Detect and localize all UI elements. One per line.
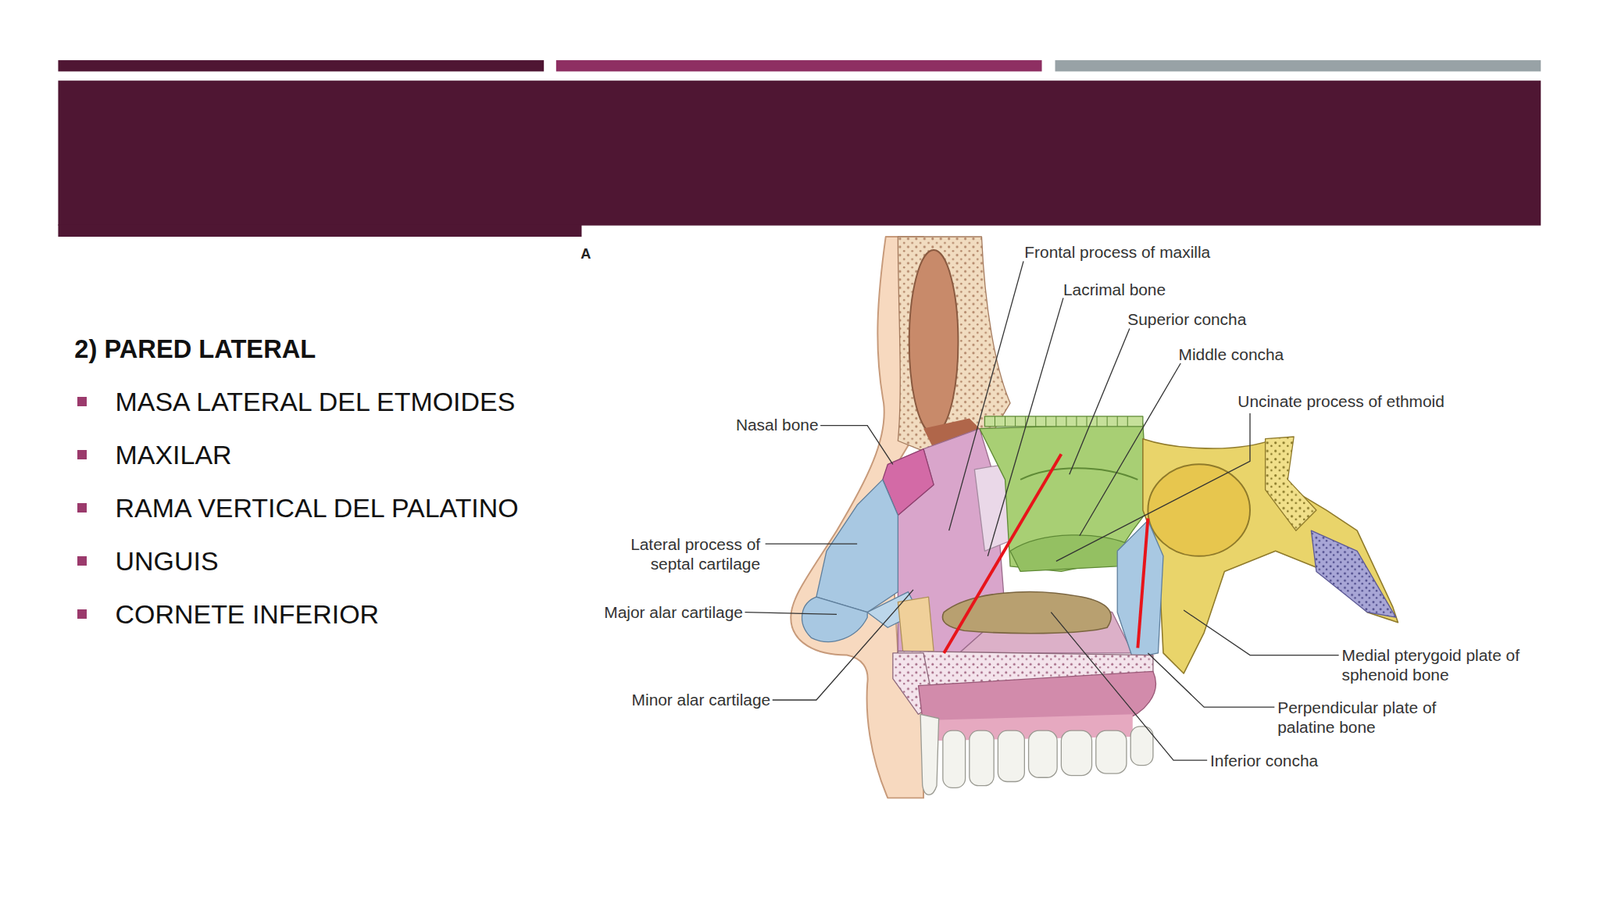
leader-line — [765, 543, 858, 545]
frontal-sinus — [909, 250, 959, 434]
superior-concha — [1020, 467, 1138, 480]
cribriform-hatching — [994, 416, 1128, 427]
leader-line — [949, 260, 1024, 531]
bullet-square — [77, 503, 87, 513]
title-bar — [57, 224, 582, 237]
part-label: Medial pterygoid plate of sphenoid bone — [1342, 645, 1552, 685]
tooth — [1060, 730, 1092, 775]
clivus — [1310, 530, 1396, 618]
leader-line — [820, 425, 893, 465]
sphenoid-sinus — [1147, 464, 1250, 557]
leader-line — [1050, 612, 1208, 761]
part-label: Frontal process of maxilla — [1024, 242, 1211, 262]
leader-line — [1069, 328, 1130, 475]
fibrofatty-tissue — [897, 596, 934, 654]
part-label: Middle concha — [1178, 344, 1285, 365]
leader-line — [1079, 363, 1181, 536]
major-alar-cartilage — [802, 596, 868, 642]
list-item: MASA LATERAL DEL ETMOIDES — [115, 385, 516, 418]
part-label: Perpendicular plate of palatine bone — [1277, 697, 1443, 737]
dorsum-sellae — [1265, 436, 1317, 531]
header-stripe — [57, 60, 544, 72]
part-label: Major alar cartilage — [603, 602, 743, 622]
leader-line — [744, 612, 837, 615]
part-label: Minor alar cartilage — [632, 689, 772, 710]
palatine-perpendicular-plate — [1117, 520, 1164, 658]
list-item: MAXILAR — [115, 439, 233, 472]
part-label: Superior concha — [1127, 309, 1247, 329]
leader-line — [1056, 413, 1250, 561]
tooth — [969, 730, 994, 786]
list-item: CORNETE INFERIOR — [115, 598, 380, 631]
figure-letter: A — [580, 245, 591, 263]
title-bar — [57, 80, 1541, 225]
leader-line — [1147, 653, 1275, 708]
leader-line — [772, 589, 914, 700]
tooth — [1130, 726, 1154, 766]
part-label: Inferior concha — [1210, 750, 1318, 771]
bullet-square — [77, 450, 87, 460]
bullet-square — [77, 396, 87, 407]
header-stripe — [556, 60, 1043, 72]
part-label: Nasal bone — [735, 414, 819, 435]
red-marker-line — [1137, 518, 1148, 649]
list-item: UNGUIS — [115, 545, 219, 578]
leader-line — [987, 297, 1064, 556]
part-label: Uncinate process of ethmoid — [1237, 391, 1445, 411]
bullet-square — [77, 556, 87, 566]
cribriform-plate — [984, 416, 1143, 427]
list-item: RAMA VERTICAL DEL PALATINO — [115, 492, 519, 525]
septal-cartilage — [816, 479, 898, 613]
leader-line — [1183, 610, 1340, 655]
tooth — [997, 730, 1025, 782]
bullet-square — [77, 609, 87, 619]
header-stripe — [1055, 60, 1542, 72]
tooth — [1028, 730, 1058, 778]
tooth — [920, 714, 940, 795]
tooth — [942, 730, 966, 788]
part-label: Lacrimal bone — [1063, 279, 1166, 300]
tooth — [1096, 730, 1127, 774]
section-heading: 2) PARED LATERAL — [74, 333, 316, 365]
part-label: Lateral process of septal cartilage — [607, 534, 761, 574]
